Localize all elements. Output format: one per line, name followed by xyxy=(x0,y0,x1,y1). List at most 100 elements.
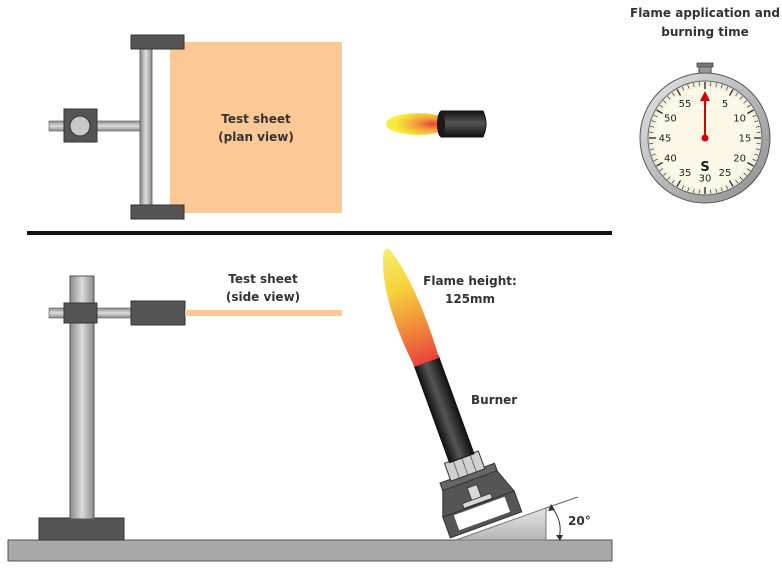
flame-height-label-1: Flame height: xyxy=(423,274,517,288)
minor-tick xyxy=(681,185,685,190)
minor-tick xyxy=(693,188,695,193)
minor-tick xyxy=(650,126,655,128)
test-sheet-side-label-1: Test sheet xyxy=(228,272,298,286)
minor-tick xyxy=(663,100,667,104)
minor-tick xyxy=(659,168,664,172)
flame-side-icon xyxy=(383,248,440,367)
needle-pivot xyxy=(701,134,709,142)
stand-cap-bottom xyxy=(130,204,185,220)
dial-number: 35 xyxy=(679,168,692,179)
minor-tick xyxy=(667,96,671,100)
minor-tick xyxy=(687,84,690,89)
minor-tick xyxy=(687,187,690,192)
major-tick xyxy=(728,89,734,96)
dial-number: 50 xyxy=(664,114,677,125)
flame-plan-icon xyxy=(386,113,450,135)
minor-tick xyxy=(667,176,671,180)
collar-line-1 xyxy=(452,460,460,479)
minor-tick xyxy=(715,188,717,193)
stand-base xyxy=(38,517,125,541)
major-tick xyxy=(656,109,663,115)
test-sheet-plan-label-1: Test sheet xyxy=(221,112,291,126)
dial-number: 25 xyxy=(719,168,732,179)
minor-tick xyxy=(739,96,743,100)
minor-tick xyxy=(746,168,751,172)
minor-tick xyxy=(715,83,717,88)
collar-line-3 xyxy=(469,453,477,473)
dial-number: 45 xyxy=(659,134,672,145)
minor-tick xyxy=(659,104,664,108)
minor-tick xyxy=(735,92,739,97)
stopwatch-unit: S xyxy=(700,160,709,175)
dial-number: 40 xyxy=(664,154,677,165)
stopwatch-crown-cap xyxy=(696,62,714,68)
major-tick xyxy=(728,180,734,187)
angle-arrow-top xyxy=(548,504,555,511)
minor-tick xyxy=(653,114,658,118)
dial-number: 30 xyxy=(699,174,712,185)
dial-number: 55 xyxy=(679,99,692,110)
needle-arrowhead xyxy=(700,91,710,101)
major-tick xyxy=(676,89,682,96)
minor-tick xyxy=(725,185,729,190)
bench xyxy=(7,539,613,562)
minor-tick xyxy=(735,179,739,184)
major-tick xyxy=(747,109,754,115)
dial-number: 20 xyxy=(733,154,746,165)
minor-tick xyxy=(671,92,675,97)
minor-tick xyxy=(650,148,655,150)
minor-tick xyxy=(754,153,759,156)
flame-height-label-2: 125mm xyxy=(445,292,495,306)
stand-rod-plan xyxy=(139,43,153,213)
clamp-boss xyxy=(63,302,98,324)
minor-tick xyxy=(755,126,760,128)
minor-tick xyxy=(752,114,757,118)
dial-number: 10 xyxy=(733,114,746,125)
stand-cap-top xyxy=(130,34,185,50)
plan-view: Test sheet (plan view) xyxy=(48,34,487,220)
test-sheet-plan xyxy=(170,42,342,213)
burner-label: Burner xyxy=(471,393,517,407)
angle-arc xyxy=(550,506,561,539)
burner-plan xyxy=(440,110,487,138)
minor-tick xyxy=(754,120,759,123)
timer-title-1: Flame application and xyxy=(630,6,780,20)
minor-tick xyxy=(746,104,751,108)
minor-tick xyxy=(755,148,760,150)
burner-tube xyxy=(413,355,475,464)
burner-base-window xyxy=(453,496,511,531)
minor-tick xyxy=(663,172,667,176)
minor-tick xyxy=(743,100,747,104)
stopwatch-numbers: 0510152025303540455055 xyxy=(659,94,752,185)
burner-plan-mouth xyxy=(437,111,445,137)
collar-line-2 xyxy=(461,457,469,476)
dial-number: 5 xyxy=(722,99,728,110)
clamp-jaw xyxy=(130,300,186,326)
minor-tick xyxy=(752,158,757,162)
stopwatch-ticks xyxy=(649,82,761,194)
minor-tick xyxy=(725,86,729,91)
minor-tick xyxy=(720,84,723,89)
minor-tick xyxy=(739,176,743,180)
minor-tick xyxy=(693,83,695,88)
major-tick xyxy=(747,161,754,167)
test-sheet-plan-label-2: (plan view) xyxy=(218,130,294,144)
incline-wedge xyxy=(455,507,547,541)
minor-tick xyxy=(651,153,656,156)
clamp-screw-icon xyxy=(69,115,91,137)
test-sheet-side xyxy=(185,310,342,316)
stopwatch: Flame application and burning time 05101… xyxy=(630,6,780,204)
gas-valve-knob xyxy=(461,492,493,509)
minor-tick xyxy=(651,120,656,123)
burner-assembly xyxy=(383,248,523,539)
dial-number: 15 xyxy=(739,134,752,145)
minor-tick xyxy=(681,86,685,91)
major-tick xyxy=(656,161,663,167)
minor-tick xyxy=(720,187,723,192)
angle-label: 20° xyxy=(568,514,591,528)
minor-tick xyxy=(743,172,747,176)
minor-tick xyxy=(671,179,675,184)
test-sheet-side-label-2: (side view) xyxy=(226,290,300,304)
minor-tick xyxy=(653,158,658,162)
